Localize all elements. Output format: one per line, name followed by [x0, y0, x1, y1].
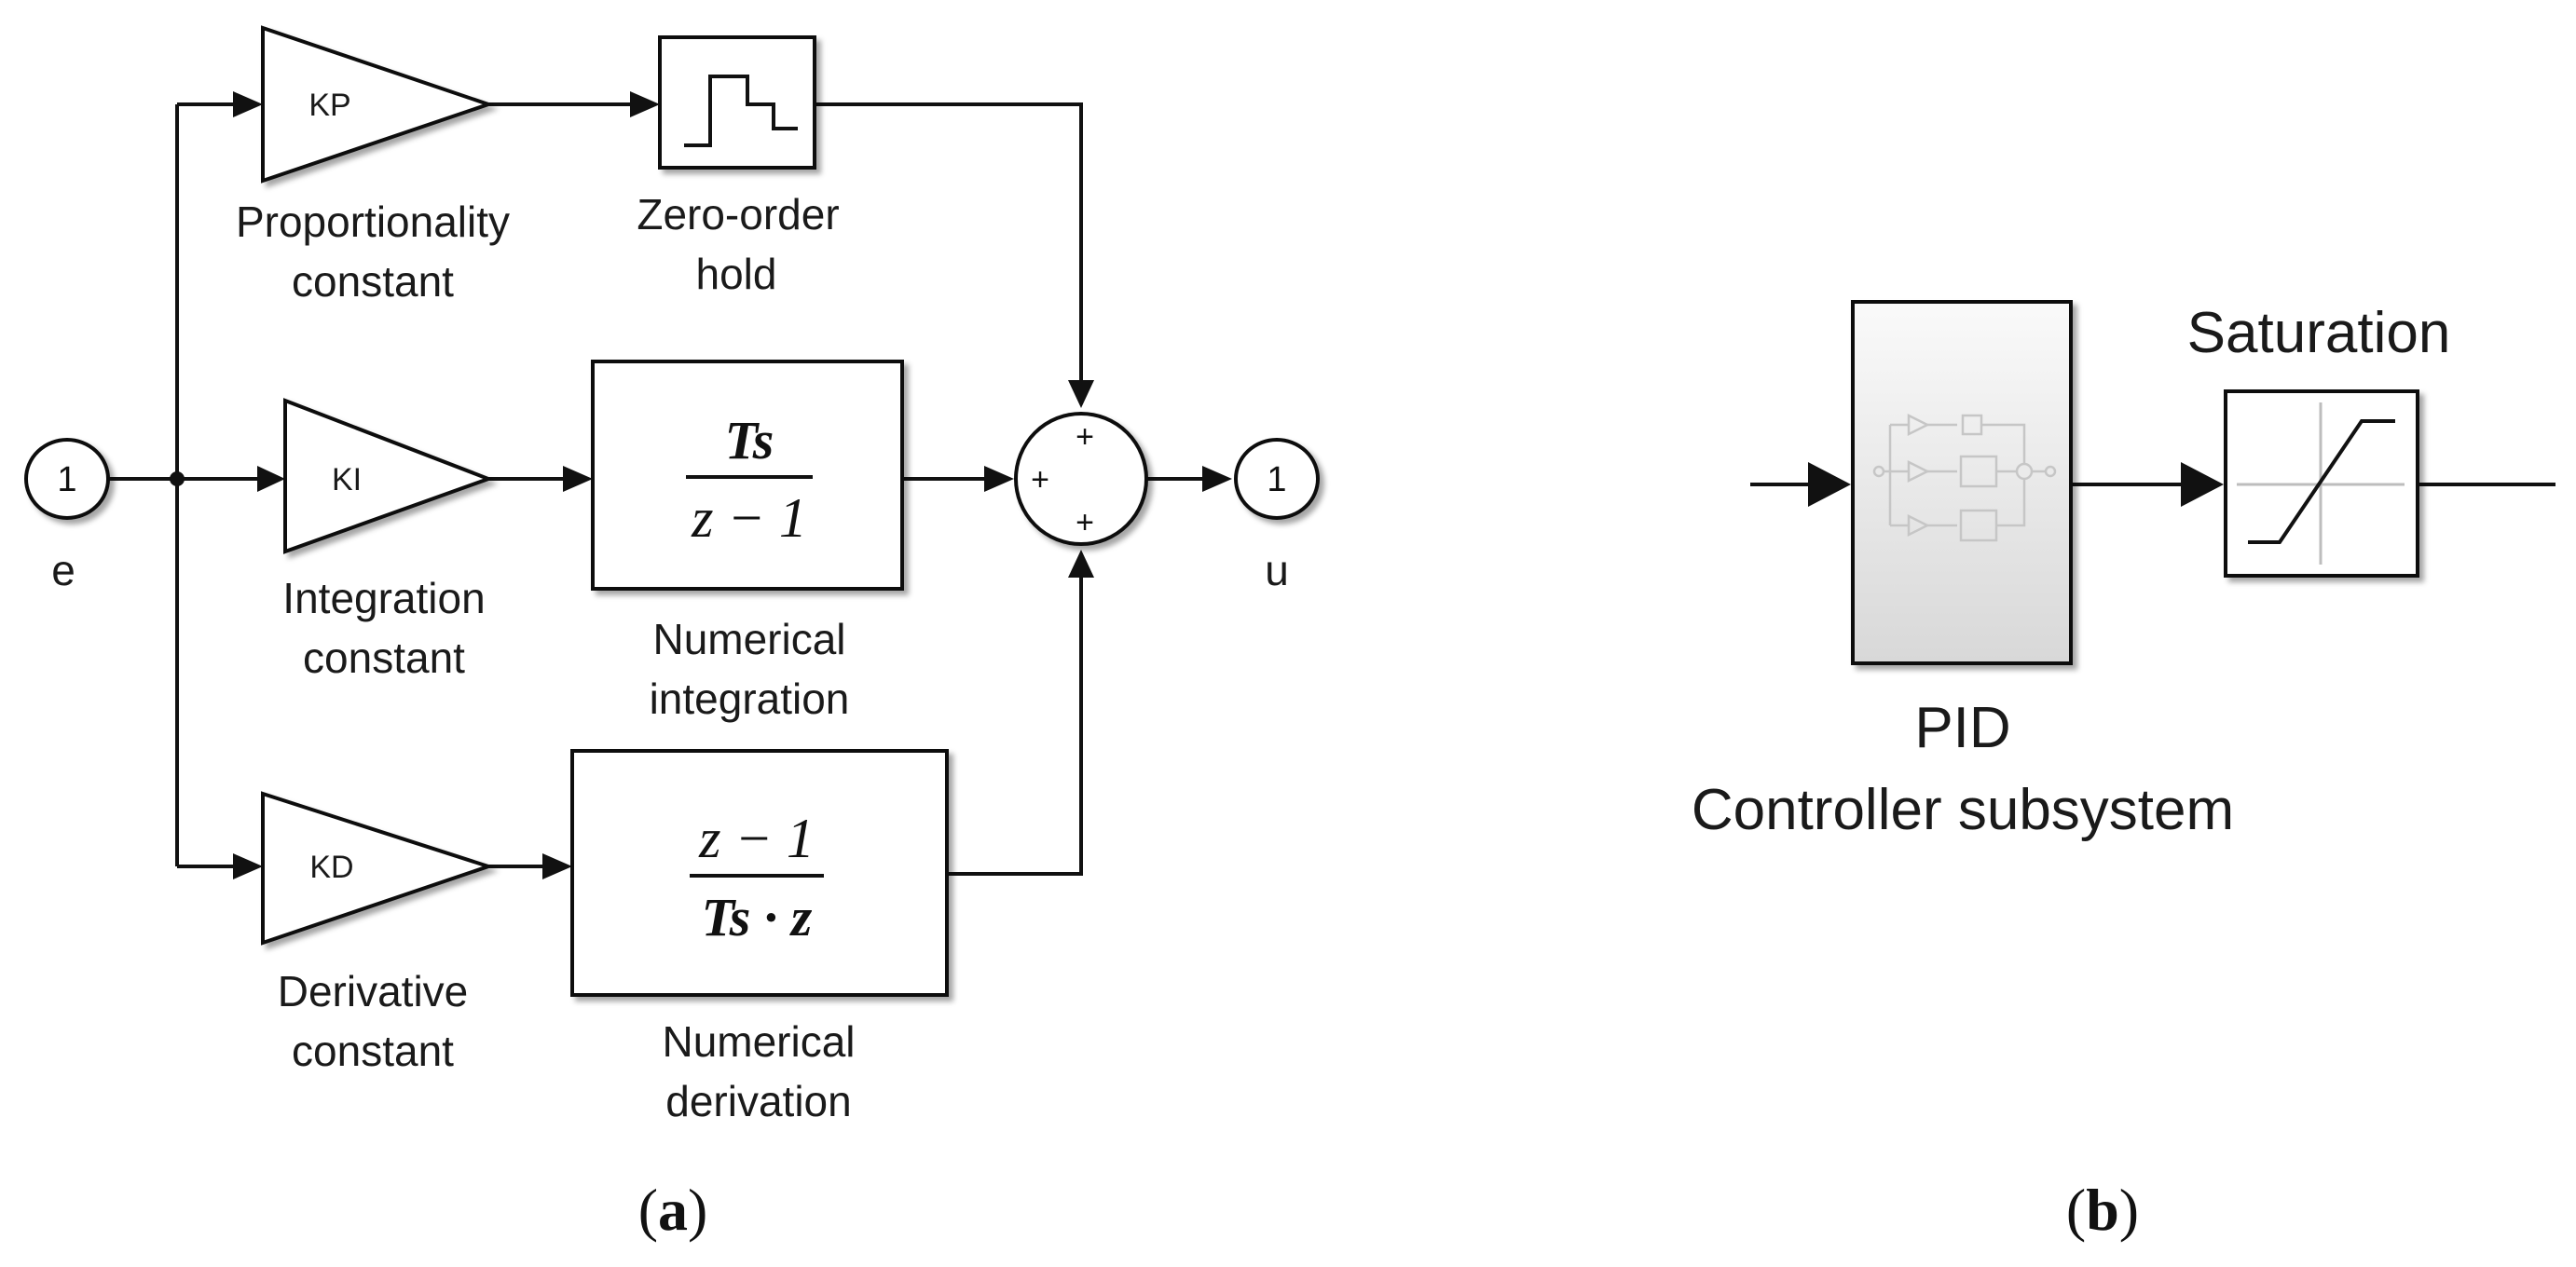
integration-label-1: Numerical — [652, 615, 845, 663]
sum-sign-top: + — [1076, 419, 1094, 455]
gain-kp-label-2: constant — [292, 257, 454, 306]
zoh-label-2: hold — [696, 250, 777, 298]
sum-sign-bottom: + — [1076, 505, 1094, 540]
gain-kd-label-2: constant — [292, 1027, 454, 1075]
gain-kd-text: KD — [309, 850, 353, 885]
input-port-e: 1 e — [24, 438, 110, 594]
gain-kp: KP Proportionality constant — [236, 25, 510, 306]
gain-kp-text: KP — [308, 88, 350, 123]
derivation-block: z − 1 Ts · z Numerical derivation — [570, 749, 949, 1125]
integration-block: Ts z − 1 Numerical integration — [591, 360, 904, 723]
sum-sign-left: + — [1031, 462, 1049, 497]
pid-label-1: PID — [1914, 696, 2010, 760]
gain-kd-label-1: Derivative — [278, 967, 469, 1015]
pid-label-2: Controller subsystem — [1692, 778, 2234, 842]
input-port-number: 1 — [57, 460, 76, 499]
integration-numerator: Ts — [725, 410, 774, 470]
saturation-icon — [2237, 402, 2405, 565]
gain-ki-text: KI — [332, 462, 362, 497]
derivation-label-1: Numerical — [662, 1017, 855, 1066]
output-port-number: 1 — [1267, 460, 1286, 499]
wires-a — [108, 91, 1232, 879]
output-port-label: u — [1265, 546, 1289, 594]
derivation-label-2: derivation — [665, 1077, 851, 1125]
saturation-label: Saturation — [2187, 301, 2451, 365]
saturation-block: Saturation — [2187, 301, 2451, 578]
panel-a: 1 e KP Proportionality constant Zero-ord… — [24, 25, 1320, 1243]
gain-kp-label-1: Proportionality — [236, 198, 510, 246]
gain-ki: KI Integration constant — [282, 398, 494, 682]
derivation-numerator: z − 1 — [698, 808, 815, 869]
pid-subsystem-preview-icon — [1872, 413, 2057, 542]
gain-ki-label-1: Integration — [282, 574, 485, 622]
input-port-label: e — [51, 546, 75, 594]
caption-a: (a) — [638, 1177, 708, 1243]
output-port-u: 1 u — [1234, 438, 1320, 594]
zero-order-hold-block: Zero-order hold — [637, 35, 840, 298]
integration-denominator: z − 1 — [691, 487, 807, 549]
gain-kd: KD Derivative constant — [261, 791, 495, 1075]
derivation-denominator: Ts · z — [702, 887, 813, 947]
step-icon — [684, 75, 798, 147]
sum-block: + + + — [1014, 412, 1148, 546]
integration-label-2: integration — [650, 674, 850, 723]
panel-b: PID Controller subsystem Saturation (b) — [1692, 300, 2555, 1243]
pid-controller-subsystem: PID Controller subsystem — [1692, 300, 2234, 842]
zoh-label-1: Zero-order — [637, 190, 839, 238]
gain-ki-label-2: constant — [303, 634, 465, 682]
caption-b: (b) — [2066, 1177, 2139, 1243]
